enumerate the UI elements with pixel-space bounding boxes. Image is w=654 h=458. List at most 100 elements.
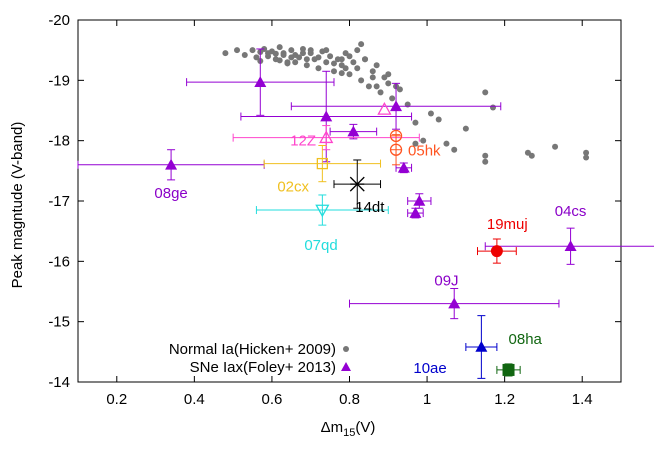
normal-ia-point bbox=[265, 50, 272, 57]
point-label: 02cx bbox=[277, 179, 309, 196]
point-label: 19muj bbox=[487, 216, 528, 233]
x-axis-label-main: Δm bbox=[321, 419, 344, 436]
normal-ia-point bbox=[354, 47, 361, 54]
x-axis-label: Δm15(V) bbox=[321, 419, 376, 439]
normal-ia-point bbox=[443, 140, 450, 147]
legend-label: Normal Ia(Hicken+ 2009) bbox=[169, 341, 336, 358]
labeled-point-marker bbox=[316, 157, 329, 170]
legend: Normal Ia(Hicken+ 2009)SNe Iax(Foley+ 20… bbox=[169, 341, 351, 376]
sne-iax-point bbox=[165, 158, 178, 170]
annotation-label: 08ge bbox=[154, 185, 187, 202]
labeled-point-marker bbox=[319, 130, 334, 144]
normal-ia-point bbox=[583, 149, 590, 156]
normal-ia-point bbox=[288, 47, 295, 54]
normal-ia-point bbox=[338, 70, 345, 77]
annotation-label: 09J bbox=[434, 272, 458, 289]
sne-iax-point bbox=[347, 125, 360, 137]
labeled-point-marker bbox=[377, 101, 392, 115]
point-label: 14dt bbox=[355, 199, 385, 216]
x-tick-label: 1.2 bbox=[494, 391, 515, 408]
normal-ia-point bbox=[253, 54, 260, 61]
normal-ia-point bbox=[276, 57, 283, 64]
normal-ia-point bbox=[377, 89, 384, 96]
normal-ia-point bbox=[412, 119, 419, 126]
point-label: 07qd bbox=[304, 237, 337, 254]
y-tick-label: -20 bbox=[48, 12, 70, 29]
y-tick-label: -15 bbox=[48, 314, 70, 331]
sne-iax-point bbox=[254, 76, 267, 87]
normal-ia-points bbox=[222, 41, 590, 165]
sne-iax-point bbox=[413, 195, 426, 206]
normal-ia-point bbox=[482, 158, 489, 165]
normal-ia-point bbox=[354, 65, 361, 72]
normal-ia-point bbox=[323, 47, 330, 54]
normal-ia-point bbox=[299, 45, 306, 52]
normal-ia-point bbox=[365, 83, 372, 90]
x-axis-label-tail: (V) bbox=[355, 419, 375, 436]
point-label: 12Z bbox=[290, 133, 316, 150]
normal-ia-point bbox=[389, 95, 396, 102]
x-tick-label: 0.2 bbox=[106, 391, 127, 408]
normal-ia-point bbox=[369, 68, 376, 75]
normal-ia-point bbox=[373, 62, 380, 69]
normal-ia-point bbox=[296, 54, 303, 61]
legend-marker bbox=[343, 346, 349, 352]
normal-ia-point bbox=[315, 54, 322, 61]
labeled-point-marker bbox=[490, 245, 503, 258]
normal-ia-point bbox=[435, 116, 442, 123]
y-tick-label: -14 bbox=[48, 374, 70, 391]
normal-ia-point bbox=[284, 60, 291, 67]
x-axis-label-sub: 15 bbox=[343, 427, 355, 439]
normal-ia-point bbox=[385, 80, 392, 87]
normal-ia-point bbox=[462, 125, 469, 132]
normal-ia-point bbox=[552, 143, 559, 150]
normal-ia-point bbox=[249, 47, 256, 54]
sne-iax-point bbox=[448, 297, 461, 309]
point-label: 10ae bbox=[413, 360, 446, 377]
point-label: 08ha bbox=[509, 331, 543, 348]
x-tick-label: 1 bbox=[423, 391, 431, 408]
labeled-points bbox=[232, 101, 521, 379]
normal-ia-point bbox=[280, 51, 287, 58]
normal-ia-point bbox=[482, 152, 489, 159]
normal-ia-point bbox=[358, 41, 365, 48]
normal-ia-point bbox=[327, 53, 334, 60]
normal-ia-point bbox=[315, 65, 322, 72]
normal-ia-point bbox=[288, 54, 295, 61]
normal-ia-point bbox=[234, 47, 241, 54]
y-tick-label: -18 bbox=[48, 133, 70, 150]
normal-ia-point bbox=[330, 60, 337, 67]
normal-ia-point bbox=[362, 56, 369, 63]
sne-iax-point bbox=[390, 100, 403, 112]
y-tick-label: -17 bbox=[48, 193, 70, 210]
x-tick-label: 0.6 bbox=[261, 391, 282, 408]
normal-ia-point bbox=[272, 50, 279, 57]
normal-ia-point bbox=[342, 65, 349, 72]
normal-ia-point bbox=[528, 152, 535, 159]
normal-ia-point bbox=[358, 77, 365, 84]
y-tick-label: -19 bbox=[48, 72, 70, 89]
point-labels: 12Z05hk02cx14dt07qd19muj10ae08ha08ge09J0… bbox=[154, 133, 586, 377]
sne-iax-point bbox=[397, 161, 410, 173]
normal-ia-point bbox=[346, 71, 353, 78]
labeled-point-marker bbox=[315, 204, 330, 218]
y-axis-label: Peak magntude (V-band) bbox=[9, 122, 26, 289]
sne-iax-points bbox=[77, 48, 654, 320]
annotation-label: 04cs bbox=[555, 203, 587, 220]
sne-iax-point bbox=[564, 240, 577, 252]
normal-ia-point bbox=[451, 146, 458, 153]
normal-ia-point bbox=[482, 89, 489, 96]
normal-ia-point bbox=[350, 59, 357, 66]
normal-ia-point bbox=[241, 51, 248, 58]
normal-ia-point bbox=[292, 59, 299, 66]
legend-label: SNe Iax(Foley+ 2013) bbox=[190, 359, 336, 376]
x-tick-label: 0.4 bbox=[184, 391, 205, 408]
normal-ia-point bbox=[276, 44, 283, 51]
labeled-point-marker bbox=[502, 363, 515, 376]
x-tick-label: 0.8 bbox=[339, 391, 360, 408]
normal-ia-point bbox=[338, 56, 345, 63]
normal-ia-point bbox=[222, 50, 229, 57]
normal-ia-point bbox=[427, 110, 434, 117]
